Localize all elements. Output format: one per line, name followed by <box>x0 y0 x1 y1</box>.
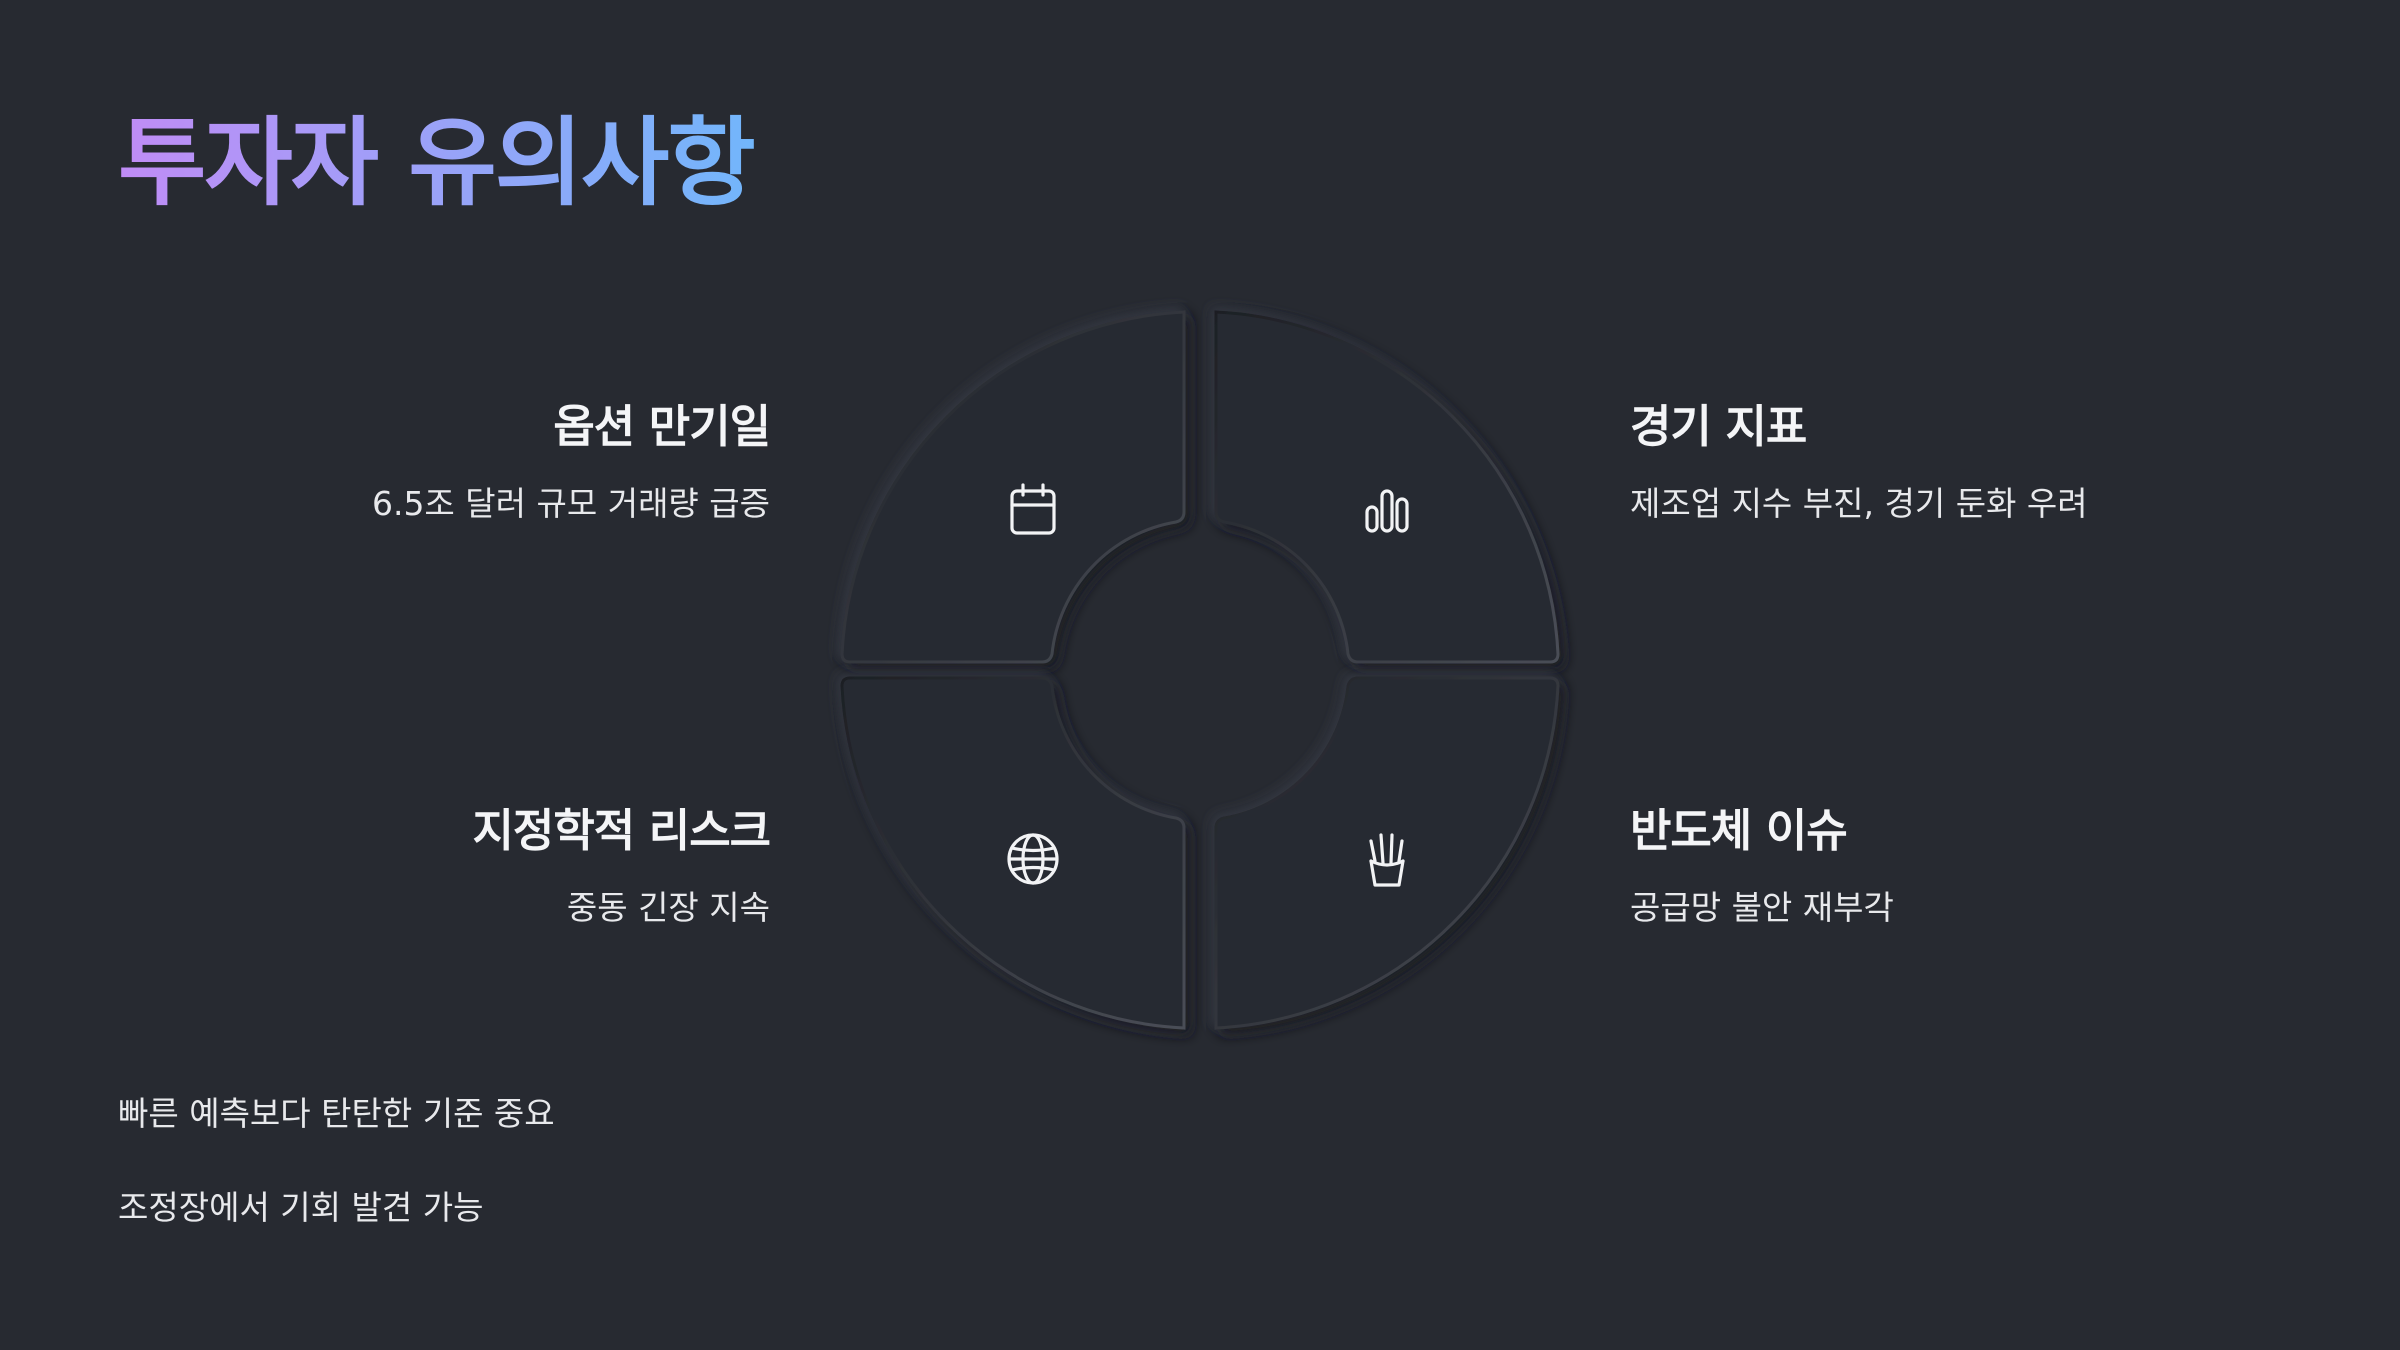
segment-top-right <box>1214 310 1560 664</box>
item-title: 반도체 이슈 <box>1630 804 1848 857</box>
footer-note-2: 조정장에서 기회 발견 가능 <box>118 1188 484 1227</box>
item-description: 중동 긴장 지속 <box>566 888 770 927</box>
bar-chart-icon <box>1365 489 1409 533</box>
item-description: 제조업 지수 부진, 경기 둔화 우려 <box>1630 484 2088 523</box>
item-options-expiry: 옵션 만기일 6.5조 달러 규모 거래량 급증 <box>170 400 771 524</box>
segment-top-left <box>840 310 1186 664</box>
quadrant-wheel <box>822 292 1578 1048</box>
page-title: 투자자 유의사항 <box>118 107 756 219</box>
item-semiconductor-issue: 반도체 이슈 공급망 불안 재부각 <box>1630 804 2230 928</box>
fries-icon <box>1369 833 1405 887</box>
footer-note-1: 빠른 예측보다 탄탄한 기준 중요 <box>118 1094 555 1133</box>
segment-bottom-left <box>840 676 1186 1030</box>
item-economic-indicators: 경기 지표 제조업 지수 부진, 경기 둔화 우려 <box>1630 400 2230 524</box>
item-geopolitical-risk: 지정학적 리스크 중동 긴장 지속 <box>170 804 771 928</box>
item-description: 6.5조 달러 규모 거래량 급증 <box>371 484 770 523</box>
segment-bottom-right <box>1214 676 1560 1030</box>
item-title: 경기 지표 <box>1630 400 1807 453</box>
item-description: 공급망 불안 재부각 <box>1630 888 1894 927</box>
globe-icon <box>1007 833 1059 885</box>
calendar-icon <box>1010 483 1056 535</box>
item-title: 옵션 만기일 <box>553 400 771 453</box>
item-title: 지정학적 리스크 <box>472 804 771 857</box>
